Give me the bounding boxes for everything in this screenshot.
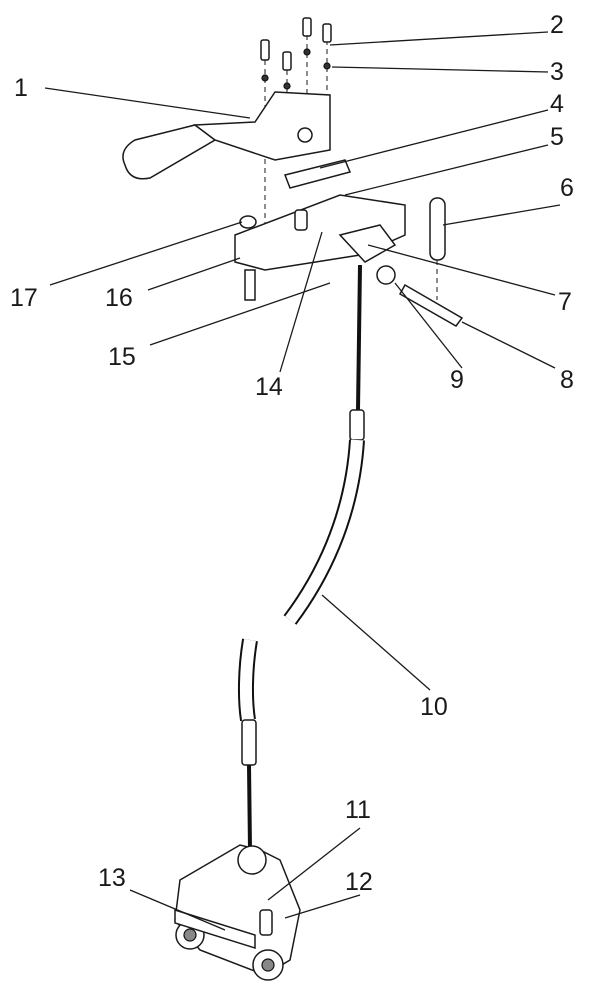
brake-cable bbox=[237, 264, 365, 851]
callout-8: 8 bbox=[560, 366, 574, 394]
callout-labels: 1 2 3 4 5 6 7 8 9 10 11 12 13 14 15 16 1… bbox=[10, 11, 574, 896]
callout-17: 17 bbox=[10, 284, 38, 312]
callout-6: 6 bbox=[560, 174, 574, 202]
callout-16: 16 bbox=[105, 284, 133, 312]
callout-3: 3 bbox=[550, 58, 564, 86]
callout-2: 2 bbox=[550, 11, 564, 39]
callout-15: 15 bbox=[108, 343, 136, 371]
callout-12: 12 bbox=[345, 868, 373, 896]
callout-10: 10 bbox=[420, 693, 448, 721]
callout-9: 9 bbox=[450, 366, 464, 394]
hand-brake-lever bbox=[122, 91, 331, 180]
callout-1: 1 bbox=[14, 74, 28, 102]
screws bbox=[260, 17, 332, 90]
callout-14: 14 bbox=[255, 373, 283, 401]
leader-lines bbox=[44, 31, 561, 931]
callout-5: 5 bbox=[550, 123, 564, 151]
callout-11: 11 bbox=[345, 796, 371, 824]
bracket-base bbox=[234, 159, 406, 301]
brake-caliper bbox=[174, 844, 301, 981]
side-parts bbox=[376, 197, 464, 327]
callout-7: 7 bbox=[558, 288, 572, 316]
callout-4: 4 bbox=[550, 90, 564, 118]
callout-13: 13 bbox=[98, 864, 126, 892]
